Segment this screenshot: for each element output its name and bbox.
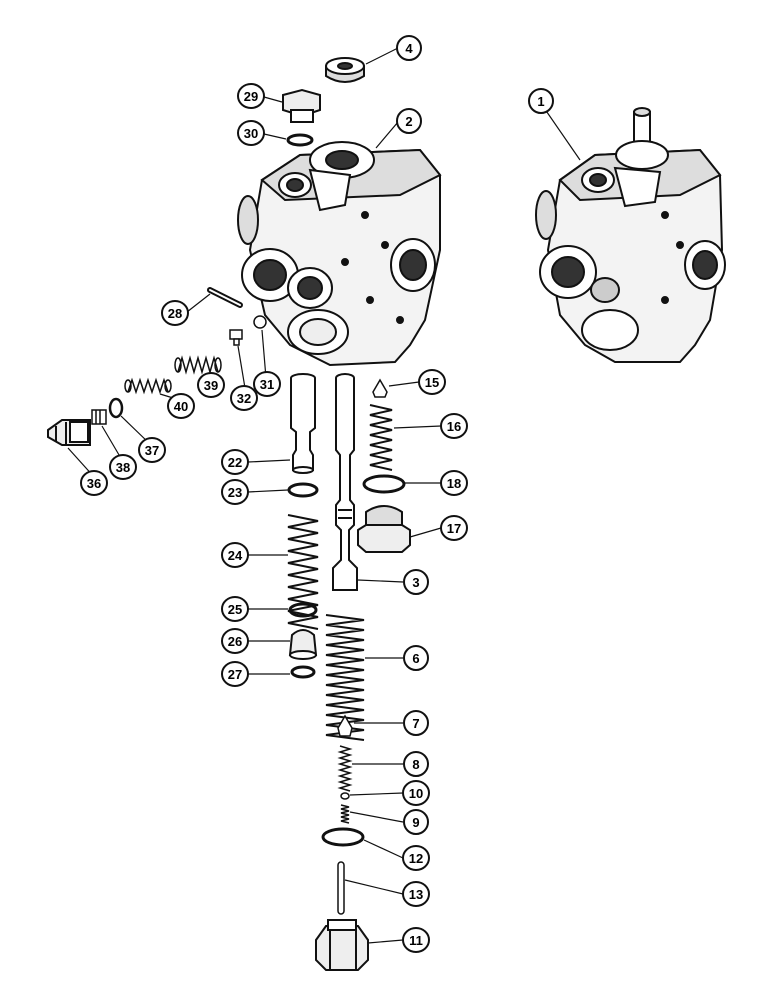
part-3-spool xyxy=(332,373,358,591)
callout-label: 30 xyxy=(244,126,258,141)
callout-label: 27 xyxy=(228,667,242,682)
callout-39: 39 xyxy=(197,372,225,398)
callout-25: 25 xyxy=(221,596,249,622)
callout-40: 40 xyxy=(167,393,195,419)
callout-1: 1 xyxy=(528,88,554,114)
part-16-spring xyxy=(369,404,393,471)
callout-8: 8 xyxy=(403,751,429,777)
callout-label: 12 xyxy=(409,851,423,866)
callout-label: 22 xyxy=(228,455,242,470)
callout-24: 24 xyxy=(221,542,249,568)
part-26-seat xyxy=(288,629,318,660)
callout-label: 37 xyxy=(145,443,159,458)
callout-label: 36 xyxy=(87,476,101,491)
callout-16: 16 xyxy=(440,413,468,439)
part-31-ball xyxy=(253,315,267,329)
part-15-poppet xyxy=(372,378,388,398)
callout-31: 31 xyxy=(253,371,281,397)
callout-label: 4 xyxy=(405,41,413,56)
callout-label: 11 xyxy=(409,933,423,948)
callout-label: 6 xyxy=(412,651,419,666)
callout-7: 7 xyxy=(403,710,429,736)
callout-label: 9 xyxy=(412,815,419,830)
part-25-washer xyxy=(288,602,318,618)
callout-18: 18 xyxy=(440,470,468,496)
part-6-spring xyxy=(325,614,365,741)
callout-10: 10 xyxy=(402,780,430,806)
callout-9: 9 xyxy=(403,809,429,835)
callout-32: 32 xyxy=(230,385,258,411)
callout-4: 4 xyxy=(396,35,422,61)
callout-label: 3 xyxy=(412,575,419,590)
callout-26: 26 xyxy=(221,628,249,654)
callout-label: 24 xyxy=(228,548,243,563)
callout-2: 2 xyxy=(396,108,422,134)
valve-body-exploded xyxy=(237,141,442,367)
part-7-poppet xyxy=(337,714,353,737)
part-32-screw xyxy=(229,329,243,346)
part-22-sleeve xyxy=(290,373,316,474)
callout-37: 37 xyxy=(138,437,166,463)
part-39-spring xyxy=(174,355,222,375)
part-36-fitting xyxy=(47,419,91,446)
part-23-washer xyxy=(287,482,319,498)
callout-label: 16 xyxy=(447,419,461,434)
callout-label: 2 xyxy=(405,114,412,129)
leader-lines xyxy=(67,47,581,944)
callout-label: 26 xyxy=(228,634,242,649)
callout-label: 17 xyxy=(447,521,461,536)
part-8-spring xyxy=(337,745,353,792)
callout-label: 25 xyxy=(228,602,242,617)
part-4-cap xyxy=(325,57,365,83)
callout-label: 40 xyxy=(174,399,188,414)
part-12-o-ring xyxy=(321,827,365,847)
callout-30: 30 xyxy=(237,120,265,146)
callout-23: 23 xyxy=(221,479,249,505)
callout-label: 31 xyxy=(260,377,274,392)
part-38-insert xyxy=(91,409,107,425)
callout-22: 22 xyxy=(221,449,249,475)
callout-38: 38 xyxy=(109,454,137,480)
callout-6: 6 xyxy=(403,645,429,671)
callout-28: 28 xyxy=(161,300,189,326)
part-17-plug xyxy=(357,505,411,553)
part-40-spring xyxy=(124,377,172,395)
callout-15: 15 xyxy=(418,369,446,395)
part-37-washer xyxy=(108,397,124,419)
part-9-spring xyxy=(340,804,350,824)
callout-3: 3 xyxy=(403,569,429,595)
callout-12: 12 xyxy=(402,845,430,871)
callout-label: 7 xyxy=(412,716,419,731)
callout-label: 13 xyxy=(409,887,423,902)
callout-11: 11 xyxy=(402,927,430,953)
callout-27: 27 xyxy=(221,661,249,687)
callout-label: 8 xyxy=(412,757,419,772)
callout-label: 18 xyxy=(447,476,461,491)
part-24-spring xyxy=(287,514,319,630)
callout-label: 1 xyxy=(537,94,544,109)
part-29-plug xyxy=(282,88,321,123)
callout-label: 10 xyxy=(409,786,423,801)
callout-17: 17 xyxy=(440,515,468,541)
part-10-washer xyxy=(340,792,350,800)
callout-label: 38 xyxy=(116,460,130,475)
callout-label: 23 xyxy=(228,485,242,500)
callout-label: 28 xyxy=(168,306,182,321)
callout-label: 39 xyxy=(204,378,218,393)
part-30-o-ring xyxy=(286,133,314,147)
callout-label: 32 xyxy=(237,391,251,406)
part-11-plug xyxy=(315,919,369,971)
callout-29: 29 xyxy=(237,83,265,109)
callout-13: 13 xyxy=(402,881,430,907)
callout-36: 36 xyxy=(80,470,108,496)
part-13-pin xyxy=(337,861,345,915)
callout-label: 15 xyxy=(425,375,439,390)
part-18-o-ring xyxy=(362,474,406,494)
part-28-roll-pin xyxy=(207,287,243,308)
part-27-o-ring xyxy=(290,665,316,679)
callout-label: 29 xyxy=(244,89,258,104)
valve-body-assembled xyxy=(535,107,726,363)
